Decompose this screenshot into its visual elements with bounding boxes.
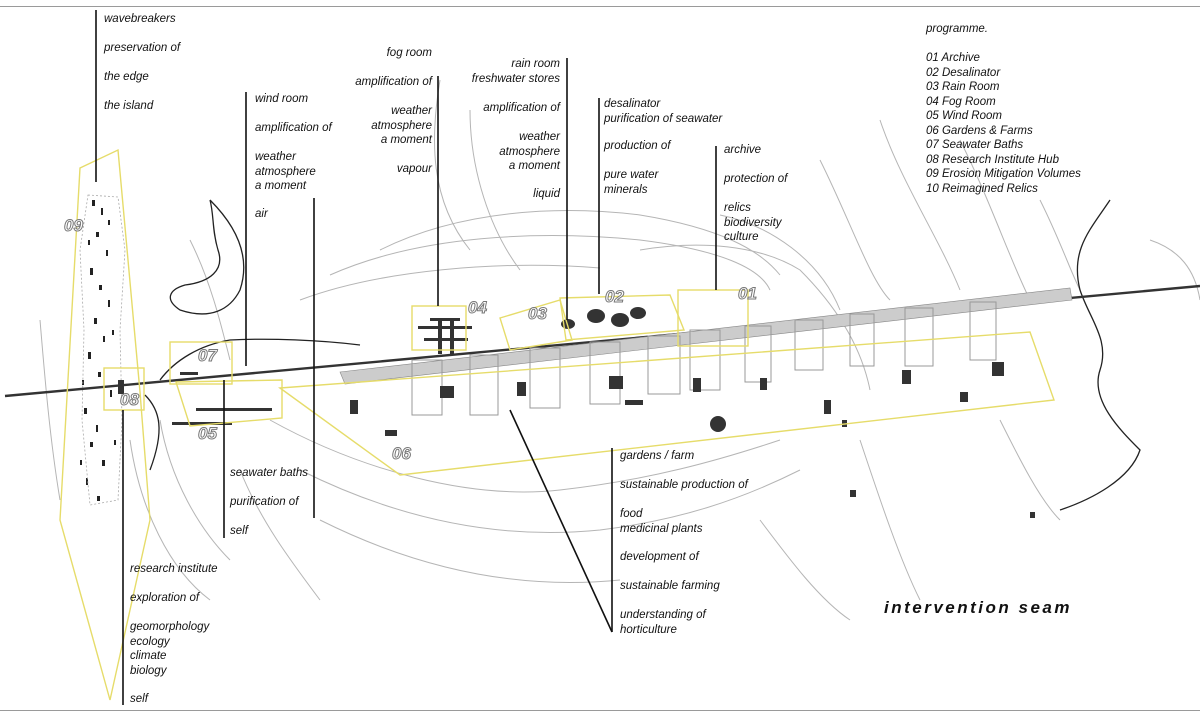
- desalinator-output: pure water minerals: [604, 169, 659, 196]
- programme-legend: programme. 01 Archive 02 Desalinator 03 …: [926, 22, 1081, 196]
- programme-item: 08 Research Institute Hub: [926, 153, 1059, 166]
- top-border: [0, 6, 1200, 7]
- zone-label-05: 05: [198, 424, 218, 444]
- archive-label: archive: [724, 144, 762, 156]
- zone-02-outline: [559, 294, 686, 341]
- programme-item: 04 Fog Room: [926, 95, 996, 108]
- zone-label-06: 06: [392, 444, 412, 464]
- rain-room-amplification: amplification of: [483, 102, 560, 114]
- gardens-label: gardens / farm: [620, 450, 695, 462]
- seawater-baths-purification: purification of: [230, 496, 299, 508]
- zone-04-outline: [411, 305, 467, 351]
- wind-room-amplification: amplification of: [255, 122, 332, 134]
- research-self: self: [130, 693, 148, 705]
- solid-blocks: [118, 307, 1035, 518]
- desalinator-label: desalinator purification of seawater: [604, 98, 723, 125]
- seawater-baths-self: self: [230, 525, 248, 537]
- diagram-title: intervention seam: [884, 598, 1072, 617]
- programme-item: 06 Gardens & Farms: [926, 124, 1033, 137]
- zone-label-01: 01: [738, 284, 758, 304]
- desalinator-production: production of: [604, 140, 671, 152]
- programme-item: 10 Reimagined Relics: [926, 182, 1038, 195]
- zone-07-outline: [169, 341, 233, 385]
- wavebreakers-island: the island: [104, 100, 154, 112]
- archive-protection: protection of: [724, 173, 788, 185]
- seam-band: [339, 287, 1073, 385]
- archive-relics: relics biodiversity culture: [724, 202, 782, 243]
- fog-room-weather: weather atmosphere a moment: [371, 105, 432, 146]
- wavebreakers-edge: the edge: [104, 71, 149, 83]
- programme-item: 01 Archive: [926, 52, 980, 64]
- wavebreakers-preservation: preservation of: [104, 42, 181, 54]
- programme-item: 02 Desalinator: [926, 66, 1001, 79]
- zone-label-04: 04: [468, 298, 488, 318]
- research-institute-label: research institute: [130, 563, 218, 575]
- gardens-food: food medicinal plants: [620, 508, 703, 535]
- research-subjects: geomorphology ecology climate biology: [130, 621, 210, 677]
- zone-label-09: 09: [64, 216, 84, 236]
- gardens-farming: sustainable farming: [620, 580, 720, 592]
- fog-room-amplification: amplification of: [355, 76, 432, 88]
- wavebreaker-field: [80, 200, 116, 501]
- rain-room-weather: weather atmosphere a moment: [499, 131, 560, 172]
- zone-label-07: 07: [198, 346, 218, 366]
- zone-08-outline: [103, 367, 145, 411]
- gardens-horticulture: understanding of horticulture: [620, 609, 706, 636]
- programme-heading: programme.: [926, 23, 988, 35]
- wavebreakers-label: wavebreakers: [104, 13, 176, 25]
- leader-lines: [95, 10, 717, 705]
- zone-label-02: 02: [605, 287, 625, 307]
- zone-09-outline: [59, 148, 151, 701]
- rain-room-liquid: liquid: [533, 188, 560, 200]
- zone-label-03: 03: [528, 304, 548, 324]
- bottom-border: [0, 710, 1200, 711]
- wind-room-weather: weather atmosphere a moment: [255, 151, 316, 192]
- zone-01-outline: [677, 289, 749, 347]
- gardens-development: development of: [620, 551, 699, 563]
- rain-room-label: rain room freshwater stores: [471, 58, 560, 85]
- zone-06-outline: [278, 331, 1055, 476]
- zone-outlines: [59, 148, 1055, 701]
- wind-room-air: air: [255, 208, 268, 220]
- zone-05-outline: [175, 379, 283, 427]
- programme-item: 03 Rain Room: [926, 81, 1000, 93]
- programme-item: 09 Erosion Mitigation Volumes: [926, 168, 1081, 180]
- fog-room-label: fog room: [386, 47, 432, 59]
- fog-room-vapour: vapour: [396, 163, 432, 175]
- wavebreaker-outline: [79, 194, 126, 506]
- seam-structures: [411, 301, 997, 416]
- seawater-baths-label: seawater baths: [230, 467, 308, 479]
- programme-item: 05 Wind Room: [926, 110, 1002, 122]
- gardens-production: sustainable production of: [620, 479, 748, 491]
- wind-room-label: wind room: [255, 93, 309, 105]
- research-exploration: exploration of: [130, 592, 200, 604]
- programme-item: 07 Seawater Baths: [926, 139, 1024, 151]
- zone-label-08: 08: [120, 390, 140, 410]
- coastline: [144, 199, 1141, 511]
- contour-lines: [39, 79, 1200, 621]
